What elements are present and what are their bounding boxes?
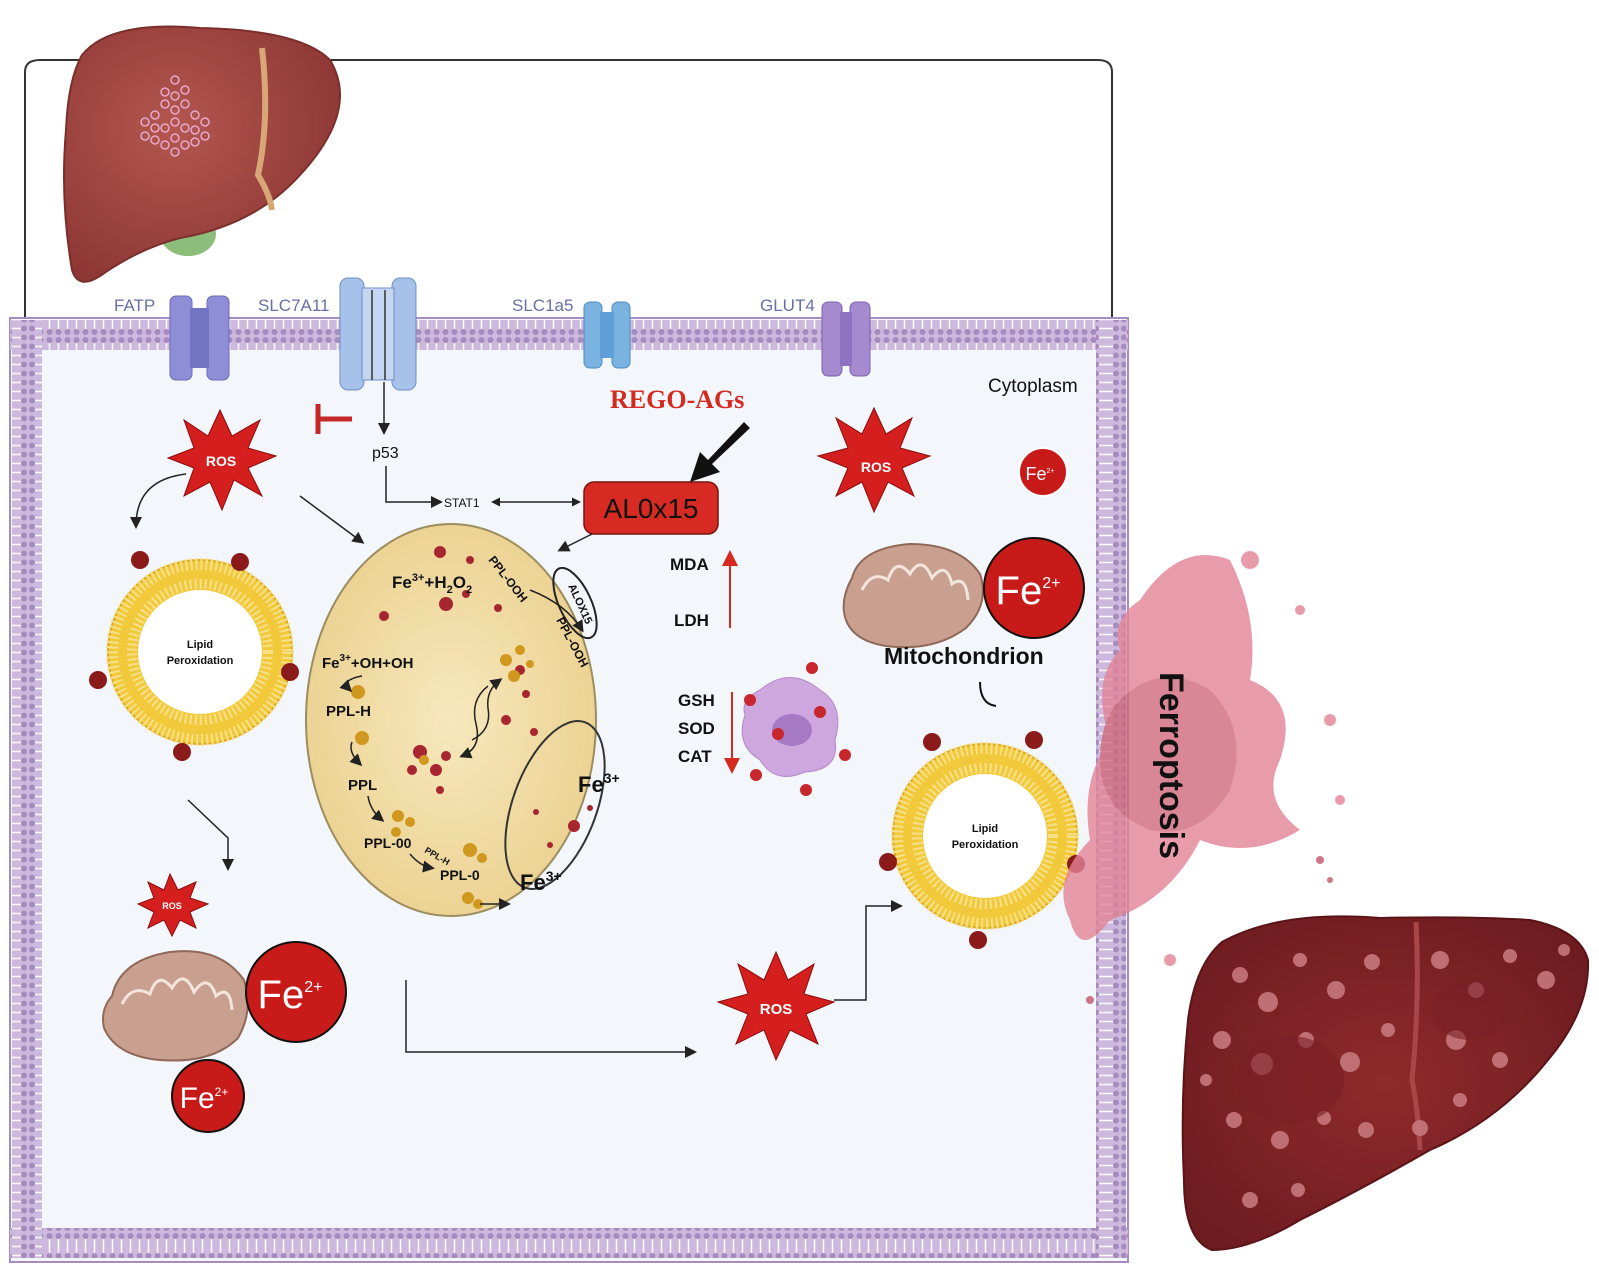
redox-cycle-arrow-1 (459, 685, 489, 759)
outer-frame (24, 59, 1113, 318)
ros-to-lysosome-arrow (299, 495, 365, 544)
ros-burst-small-left: ROS (136, 872, 210, 938)
p53-label: p53 (372, 445, 399, 462)
ppl-label: PPL (348, 777, 377, 794)
lipid-vesicle-left: Lipid Peroxidation (89, 551, 299, 761)
ros-label-bottom: ROS (760, 1001, 793, 1018)
ppl-ooh-arrow (529, 589, 584, 633)
fe2-big-right: Fe2+ (983, 537, 1085, 639)
fe3-label-b: Fe3+ (520, 868, 562, 895)
ppl-to-pploo-arrow (367, 795, 385, 822)
pploo-to-pplo-arrow (409, 853, 435, 873)
slc1a5-transporter (583, 301, 631, 369)
cytoplasm-label: Cytoplasm (988, 376, 1078, 397)
alox15-box-label: AL0x15 (604, 493, 699, 524)
slc1a5-label: SLC1a5 (512, 296, 573, 315)
healthy-liver-image (63, 25, 341, 283)
fe2-small-left: Fe2+ (171, 1059, 245, 1133)
fe3-ohoh-label: Fe3++OH+OH (322, 653, 413, 672)
lysosome-to-ros-arrow (405, 980, 697, 1058)
gsh-label: GSH (678, 691, 715, 710)
alox15-to-lysosome-arrow (557, 533, 593, 552)
mitochondrion-right (842, 542, 984, 649)
ros-burst-top-left: ROS (166, 408, 278, 512)
fe3-to-pplh-arrow (339, 675, 363, 693)
fe3-inner-compartment (504, 720, 606, 890)
fe3-h2o2-label: Fe3++H2O2 (392, 572, 472, 596)
alox15-box (583, 481, 719, 535)
mitochondrion-left (102, 950, 249, 1062)
ldh-label: LDH (674, 611, 709, 630)
rego-ags-label: REGO-AGs (610, 385, 744, 414)
ros-burst-top-right: ROS (816, 406, 932, 514)
alox15-oval (552, 566, 598, 640)
fe2-big-left: Fe2+ (245, 941, 347, 1043)
ros-burst-bottom: ROS (716, 950, 836, 1062)
svg-text:Fe2+: Fe2+ (180, 1082, 229, 1115)
diseased-liver-image (1181, 915, 1590, 1252)
slc7a11-label: SLC7A11 (258, 296, 330, 315)
stat1-label: STAT1 (444, 496, 480, 510)
redox-cycle-arrow-2 (471, 678, 503, 741)
fatp-label: FATP (114, 296, 155, 315)
cat-label: CAT (678, 747, 712, 766)
mitochondrion-connector (979, 681, 997, 707)
ros-to-right-lipid-arrow (834, 900, 903, 1001)
lipid-left-line1: Lipid (187, 639, 213, 651)
glut4-label: GLUT4 (760, 296, 815, 315)
lipid-left-line2: Peroxidation (167, 655, 234, 667)
sod-label: SOD (678, 719, 715, 738)
ferroptosis-label: Ferroptosis (1152, 672, 1190, 859)
tumor-nodules (140, 75, 210, 157)
fe3-label-a: Fe3+ (578, 770, 620, 797)
ppl-h-label: PPL-H (326, 703, 371, 720)
lipid-vesicle-right: Lipid Peroxidation (879, 731, 1085, 949)
damaged-cell-icon (741, 662, 851, 796)
lipid-right-line2: Peroxidation (952, 839, 1019, 851)
ferroptosis-splash (1063, 551, 1345, 1004)
mda-label: MDA (670, 555, 709, 574)
svg-text:Fe2+: Fe2+ (996, 569, 1061, 613)
lipid-to-ros-arrow (187, 799, 234, 871)
ros-label-top-right: ROS (861, 459, 891, 475)
ros-label-small-left: ROS (162, 901, 182, 911)
ros-label-top-left: ROS (206, 453, 236, 469)
slc7a11-transporter (339, 277, 417, 391)
ppl-o-label: PPL-0 (440, 867, 480, 883)
svg-text:Fe2+: Fe2+ (258, 973, 323, 1017)
svg-text:Fe2+: Fe2+ (1026, 464, 1055, 484)
ppl-oo-label: PPL-00 (364, 835, 412, 851)
fatp-transporter (169, 295, 230, 381)
ros-to-lipid-arrow (130, 473, 187, 529)
glut4-transporter (821, 301, 871, 377)
rego-ags-arrow (690, 422, 750, 482)
mitochondrion-label: Mitochondrion (884, 643, 1044, 669)
inhibition-symbol (315, 404, 352, 434)
fe2-small-top: Fe2+ (1018, 447, 1068, 497)
lipid-right-line1: Lipid (972, 823, 998, 835)
p53-to-stat1-arrow (385, 466, 443, 508)
pplh-to-ppl-arrow (349, 741, 363, 767)
